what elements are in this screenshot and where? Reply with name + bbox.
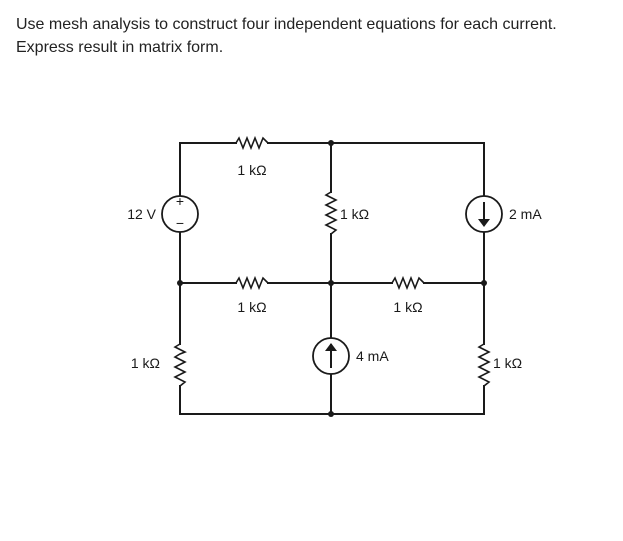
label-i-source-right: 2 mA: [509, 206, 542, 222]
label-r-center: 1 kΩ: [340, 206, 369, 222]
current-source-4ma: [312, 337, 350, 375]
label-i-source-center: 4 mA: [356, 348, 389, 364]
node-bottom-center: [328, 411, 334, 417]
resistor-top: [235, 135, 269, 151]
arrow-up-icon: [325, 343, 337, 351]
node-mid-left: [177, 280, 183, 286]
plus-sign: +: [176, 193, 184, 209]
resistor-mid-left: [235, 275, 269, 291]
label-r-bottom-left: 1 kΩ: [131, 355, 160, 371]
current-source-2ma: [465, 195, 503, 233]
problem-statement: Use mesh analysis to construct four inde…: [16, 16, 557, 56]
junction-nodes: [177, 140, 487, 417]
resistor-bottom-right: [477, 343, 491, 387]
node-top-center: [328, 140, 334, 146]
minus-sign: −: [176, 215, 184, 231]
resistor-bottom-left: [173, 343, 187, 387]
node-mid-center: [328, 280, 334, 286]
voltage-source-12v: + −: [161, 193, 199, 233]
label-r-top: 1 kΩ: [237, 162, 266, 178]
resistor-center: [324, 191, 338, 235]
label-v-source: 12 V: [127, 206, 156, 222]
label-r-mid-right: 1 kΩ: [393, 299, 422, 315]
arrow-down-icon: [478, 219, 490, 227]
resistor-mid-right: [391, 275, 425, 291]
label-r-bottom-right: 1 kΩ: [493, 355, 522, 371]
label-r-mid-left: 1 kΩ: [237, 299, 266, 315]
node-mid-right: [481, 280, 487, 286]
